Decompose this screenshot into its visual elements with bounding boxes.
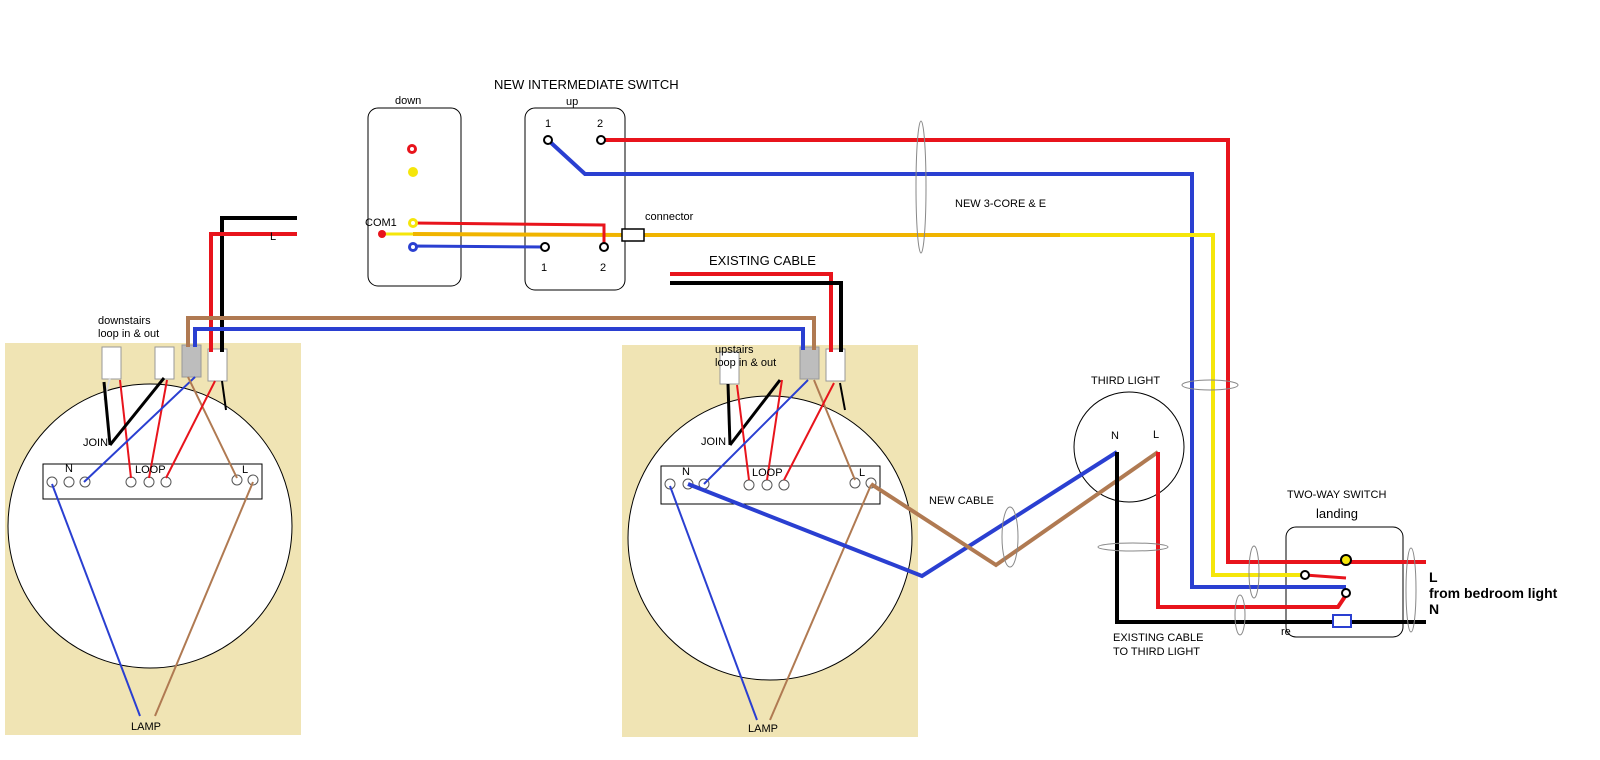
new-3core-yellow-wire-a bbox=[412, 232, 1060, 237]
downstairs-loop-label-1: downstairs bbox=[98, 315, 151, 327]
com1-red-link bbox=[412, 221, 606, 247]
upstairs-connector-blocks bbox=[719, 346, 846, 385]
join-right-label: JOIN bbox=[701, 436, 726, 448]
up-label: up bbox=[566, 96, 578, 108]
term-2-bottom-label: 2 bbox=[600, 262, 606, 274]
connector-block bbox=[621, 228, 645, 242]
term-2-top-label: 2 bbox=[597, 118, 603, 130]
term-1-top-label: 1 bbox=[545, 118, 551, 130]
downstairs-loop-label-2: loop in & out bbox=[98, 328, 159, 340]
upstairs-ceiling-rose bbox=[627, 395, 913, 681]
two-way-connector-block bbox=[1332, 614, 1352, 628]
l-right-label: L bbox=[859, 467, 865, 479]
loop-left-label: LOOP bbox=[135, 464, 166, 476]
supply-red-wire bbox=[209, 232, 297, 352]
two-way-switch-plate bbox=[1285, 526, 1404, 638]
join-left-label: JOIN bbox=[83, 437, 108, 449]
l-left-label: L bbox=[242, 464, 248, 476]
connector-label: connector bbox=[645, 211, 694, 223]
link-blue-wire bbox=[193, 327, 805, 350]
new-intermediate-switch-label: NEW INTERMEDIATE SWITCH bbox=[494, 77, 679, 92]
upstairs-loop-label-2: loop in & out bbox=[715, 357, 776, 369]
intermediate-switch-up-plate bbox=[524, 107, 626, 291]
existing-black-wire bbox=[670, 281, 843, 352]
lamp-left-label: LAMP bbox=[131, 721, 161, 733]
lamp-right-label: LAMP bbox=[748, 723, 778, 735]
link-brown-wire bbox=[186, 316, 816, 350]
n-right-label: N bbox=[682, 466, 690, 478]
switch-terminals bbox=[378, 135, 1352, 598]
two-way-switch-label: TWO-WAY SWITCH bbox=[1287, 489, 1386, 501]
l-top-label: L bbox=[270, 231, 276, 243]
existing-cable-third-label-2: TO THIRD LIGHT bbox=[1113, 646, 1200, 658]
existing-cable-third-label-1: EXISTING CABLE bbox=[1113, 632, 1203, 644]
third-light-rose bbox=[1073, 391, 1185, 503]
existing-cable-label: EXISTING CABLE bbox=[709, 253, 816, 268]
downstairs-terminal-screws bbox=[46, 474, 259, 488]
downstairs-connector-blocks bbox=[101, 344, 228, 382]
downstairs-internal-wires bbox=[83, 376, 238, 483]
downstairs-lamp-blue bbox=[51, 483, 141, 717]
supply-black-wire bbox=[220, 216, 297, 352]
third-l-label: L bbox=[1153, 429, 1159, 441]
downstairs-ceiling-rose bbox=[7, 383, 293, 669]
down-label: down bbox=[395, 95, 421, 107]
n-left-label: N bbox=[65, 463, 73, 475]
com1-label: COM1 bbox=[365, 217, 397, 229]
new-cable-label: NEW CABLE bbox=[929, 495, 994, 507]
upstairs-lamp-blue bbox=[669, 485, 758, 721]
third-light-label: THIRD LIGHT bbox=[1091, 375, 1160, 387]
existing-red-wire bbox=[670, 272, 833, 352]
third-existing-red-wire bbox=[1156, 452, 1348, 609]
new-3core-blue-wire bbox=[546, 138, 1346, 589]
third-existing-black-wire bbox=[1115, 452, 1426, 624]
bedroom-n-label: N bbox=[1429, 601, 1439, 617]
upstairs-loop-label-1: upstairs bbox=[715, 344, 754, 356]
re-label: re bbox=[1281, 626, 1291, 638]
downstairs-lamp-brown bbox=[154, 481, 254, 717]
bedroom-l-label: L bbox=[1429, 569, 1438, 585]
new-3core-label: NEW 3-CORE & E bbox=[955, 198, 1046, 210]
new-cable-brown-wire bbox=[869, 450, 1160, 568]
two-way-red-strap bbox=[1304, 573, 1347, 580]
new-cable-blue-wire bbox=[687, 450, 1119, 579]
intermediate-switch-down-plate bbox=[367, 107, 462, 287]
upstairs-internal-wires bbox=[703, 379, 856, 485]
new-3core-red-wire bbox=[603, 138, 1426, 564]
from-bedroom-light-label: from bedroom light bbox=[1429, 585, 1558, 601]
cable-sheath-markers bbox=[915, 120, 1417, 636]
third-n-label: N bbox=[1111, 430, 1119, 442]
landing-label: landing bbox=[1316, 506, 1358, 521]
upstairs-lamp-brown bbox=[769, 484, 872, 721]
downstairs-terminal-strip bbox=[42, 463, 263, 500]
loop-right-label: LOOP bbox=[752, 467, 783, 479]
term-1-bottom-label: 1 bbox=[541, 262, 547, 274]
